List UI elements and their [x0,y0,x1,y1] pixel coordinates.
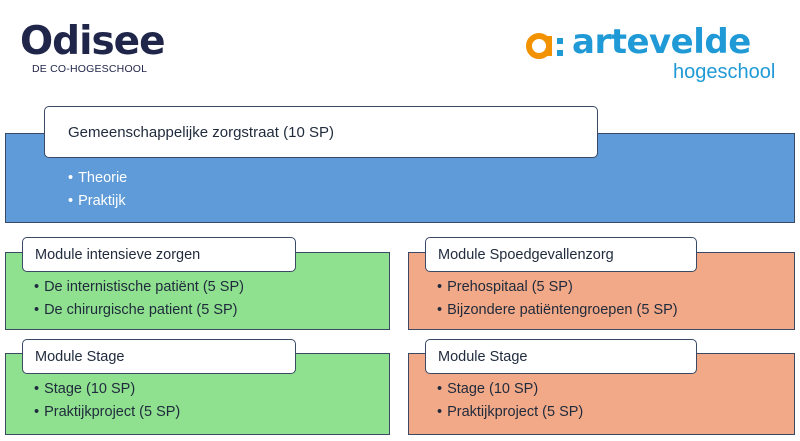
odisee-logo: Odisee DE CO-HOGESCHOOL [20,19,166,76]
odisee-logo-wordmark: Odisee [20,19,166,64]
list-item: Prehospitaal (5 SP) [437,276,678,299]
module-internship-right-title: Module Stage [425,339,697,374]
list-item: De internistische patiënt (5 SP) [34,276,244,299]
module-intensive-care-list: De internistische patiënt (5 SP) De chir… [34,276,244,322]
common-track-list: Theorie Praktijk [68,167,127,213]
list-item: Praktijk [68,190,127,213]
artevelde-logo-wordmark: artevelde [572,22,751,62]
list-item: De chirurgische patient (5 SP) [34,299,244,322]
module-internship-right-list: Stage (10 SP) Praktijkproject (5 SP) [437,378,583,424]
module-emergency-care-title: Module Spoedgevallenzorg [425,237,697,272]
odisee-logo-tagline: DE CO-HOGESCHOOL [32,63,148,75]
list-item: Theorie [68,167,127,190]
module-internship-left-list: Stage (10 SP) Praktijkproject (5 SP) [34,378,180,424]
artevelde-logo: artevelde hogeschool [520,16,790,86]
common-track-title: Gemeenschappelijke zorgstraat (10 SP) [44,106,598,158]
module-intensive-care-title: Module intensieve zorgen [22,237,296,272]
module-internship-left-title: Module Stage [22,339,296,374]
module-emergency-care-list: Prehospitaal (5 SP) Bijzondere patiënten… [437,276,678,322]
list-item: Praktijkproject (5 SP) [34,401,180,424]
list-item: Praktijkproject (5 SP) [437,401,583,424]
artevelde-mark-icon [526,33,563,59]
artevelde-logo-tagline: hogeschool [673,61,776,83]
list-item: Bijzondere patiëntengroepen (5 SP) [437,299,678,322]
list-item: Stage (10 SP) [437,378,583,401]
list-item: Stage (10 SP) [34,378,180,401]
